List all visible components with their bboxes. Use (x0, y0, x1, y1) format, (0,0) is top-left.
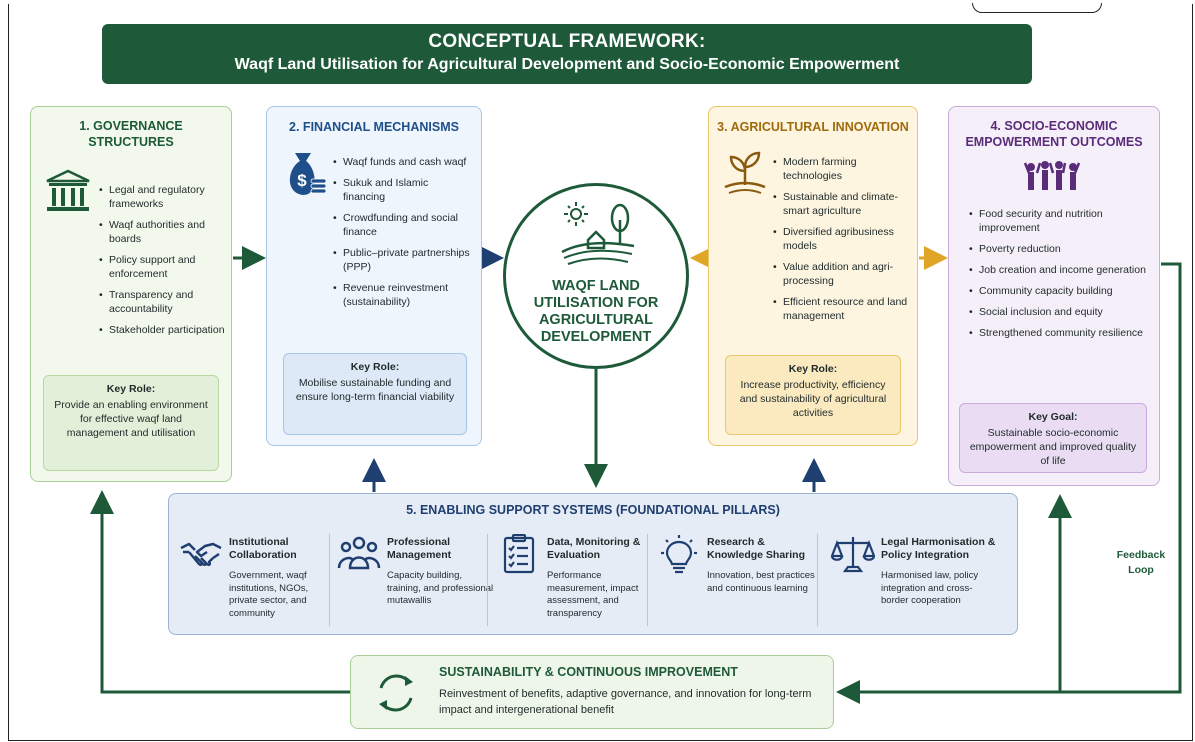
list-item: Policy support and enforcement (99, 253, 225, 281)
list-item: Waqf funds and cash waqf (333, 155, 473, 169)
clipboard-icon (503, 534, 535, 574)
pillar-professional: Professional Management Capacity buildin… (337, 530, 493, 626)
list-item: Stakeholder participation (99, 323, 225, 337)
pillar-legal: Legal Harmonisation & Policy Integration… (831, 530, 1007, 626)
enabling-title: 5. ENABLING SUPPORT SYSTEMS (FOUNDATIONA… (406, 503, 780, 517)
sustainability-title: SUSTAINABILITY & CONTINUOUS IMPROVEMENT (439, 665, 738, 679)
agricultural-list: Modern farming technologies Sustainable … (773, 155, 913, 330)
farm-landscape-icon (561, 202, 635, 265)
list-item: Value addition and agri-processing (773, 260, 913, 288)
socio-key-goal: Key Goal: Sustainable socio-economic emp… (959, 403, 1147, 473)
list-item: Sukuk and Islamic financing (333, 176, 473, 204)
pillar-data-monitoring: Data, Monitoring & Evaluation Performanc… (497, 530, 653, 626)
list-item: Job creation and income generation (969, 263, 1151, 277)
socio-panel: 4. SOCIO-ECONOMIC EMPOWERMENT OUTCOMES F… (948, 106, 1160, 486)
key-text: Increase productivity, efficiency and su… (739, 379, 887, 419)
key-label: Key Goal: (1028, 411, 1078, 423)
corner-tab (972, 3, 1102, 13)
list-item: Diversified agribusiness models (773, 225, 913, 253)
agricultural-panel: 3. AGRICULTURAL INNOVATION Modern farmin… (708, 106, 918, 446)
pillar-title: Research & Knowledge Sharing (707, 536, 806, 561)
pillar-desc: Innovation, best practices and continuou… (707, 570, 815, 594)
divider (817, 534, 818, 626)
governance-panel: 1. GOVERNANCE STRUCTURES Legal and regul… (30, 106, 232, 482)
financial-panel: 2. FINANCIAL MECHANISMS $ Waqf funds and… (266, 106, 482, 446)
lightbulb-icon (661, 535, 697, 574)
list-item: Transparency and accountability (99, 288, 225, 316)
socio-list: Food security and nutrition improvement … (969, 207, 1151, 347)
divider (647, 534, 648, 626)
list-item: Sustainable and climate-smart agricultur… (773, 190, 913, 218)
list-item: Modern farming technologies (773, 155, 913, 183)
list-item: Waqf authorities and boards (99, 218, 225, 246)
scales-icon (831, 537, 875, 573)
key-text: Provide an enabling environment for effe… (54, 399, 208, 439)
center-title: WAQF LAND UTILISATION FOR AGRICULTURAL D… (533, 278, 659, 345)
sustainability-desc: Reinvestment of benefits, adaptive gover… (439, 688, 812, 716)
cycle-arrows-icon (379, 674, 413, 712)
governance-list: Legal and regulatory frameworks Waqf aut… (99, 183, 225, 344)
agricultural-key-role: Key Role: Increase productivity, efficie… (725, 355, 901, 435)
list-item: Community capacity building (969, 284, 1151, 298)
list-item: Food security and nutrition improvement (969, 207, 1151, 235)
pillar-desc: Performance measurement, impact assessme… (547, 570, 639, 619)
feedback-loop-label: Feedback Loop (1116, 549, 1166, 576)
pillar-institutional: Institutional Collaboration Government, … (179, 530, 335, 626)
key-text: Mobilise sustainable funding and ensure … (295, 377, 455, 403)
community-people-icon (1023, 161, 1081, 190)
enabling-panel: 5. ENABLING SUPPORT SYSTEMS (FOUNDATIONA… (168, 493, 1018, 635)
outer-frame (8, 3, 1193, 741)
title-banner: CONCEPTUAL FRAMEWORK: Waqf Land Utilisat… (102, 24, 1032, 84)
sustainability-box: SUSTAINABILITY & CONTINUOUS IMPROVEMENT … (350, 655, 834, 729)
sprout-icon (724, 151, 766, 194)
socio-title: 4. SOCIO-ECONOMIC EMPOWERMENT OUTCOMES (965, 119, 1143, 149)
pillar-title: Institutional Collaboration (229, 536, 297, 561)
handshake-icon (180, 542, 222, 567)
key-label: Key Role: (106, 383, 156, 395)
pillar-desc: Harmonised law, policy integration and c… (881, 570, 979, 606)
key-text: Sustainable socio-economic empowerment a… (969, 427, 1137, 467)
key-label: Key Role: (788, 363, 838, 375)
money-bag-icon: $ (289, 153, 327, 195)
pillar-desc: Capacity building, training, and profess… (387, 570, 494, 606)
list-item: Strengthened community resilience (969, 326, 1151, 340)
list-item: Revenue reinvestment (sustainability) (333, 281, 473, 309)
list-item: Public–private partnerships (PPP) (333, 246, 473, 274)
institution-icon (46, 169, 90, 211)
list-item: Social inclusion and equity (969, 305, 1151, 319)
pillar-title: Legal Harmonisation & Policy Integration (881, 536, 996, 561)
agricultural-title: 3. AGRICULTURAL INNOVATION (717, 120, 909, 134)
list-item: Legal and regulatory frameworks (99, 183, 225, 211)
pillar-title: Professional Management (387, 536, 452, 561)
page-title: CONCEPTUAL FRAMEWORK: (428, 31, 706, 52)
pillar-title: Data, Monitoring & Evaluation (547, 536, 641, 561)
key-label: Key Role: (350, 361, 400, 373)
page-subtitle: Waqf Land Utilisation for Agricultural D… (234, 56, 900, 73)
divider (487, 534, 488, 626)
financial-key-role: Key Role: Mobilise sustainable funding a… (283, 353, 467, 435)
svg-text:$: $ (297, 171, 307, 190)
team-icon (337, 536, 381, 570)
financial-title: 2. FINANCIAL MECHANISMS (289, 120, 459, 134)
divider (329, 534, 330, 626)
governance-key-role: Key Role: Provide an enabling environmen… (43, 375, 219, 471)
governance-title: 1. GOVERNANCE STRUCTURES (79, 119, 183, 149)
pillar-research: Research & Knowledge Sharing Innovation,… (657, 530, 815, 626)
list-item: Efficient resource and land management (773, 295, 913, 323)
center-circle: WAQF LAND UTILISATION FOR AGRICULTURAL D… (503, 183, 689, 369)
list-item: Poverty reduction (969, 242, 1151, 256)
financial-list: Waqf funds and cash waqf Sukuk and Islam… (333, 155, 473, 316)
pillar-desc: Government, waqf institutions, NGOs, pri… (229, 570, 309, 619)
list-item: Crowdfunding and social finance (333, 211, 473, 239)
